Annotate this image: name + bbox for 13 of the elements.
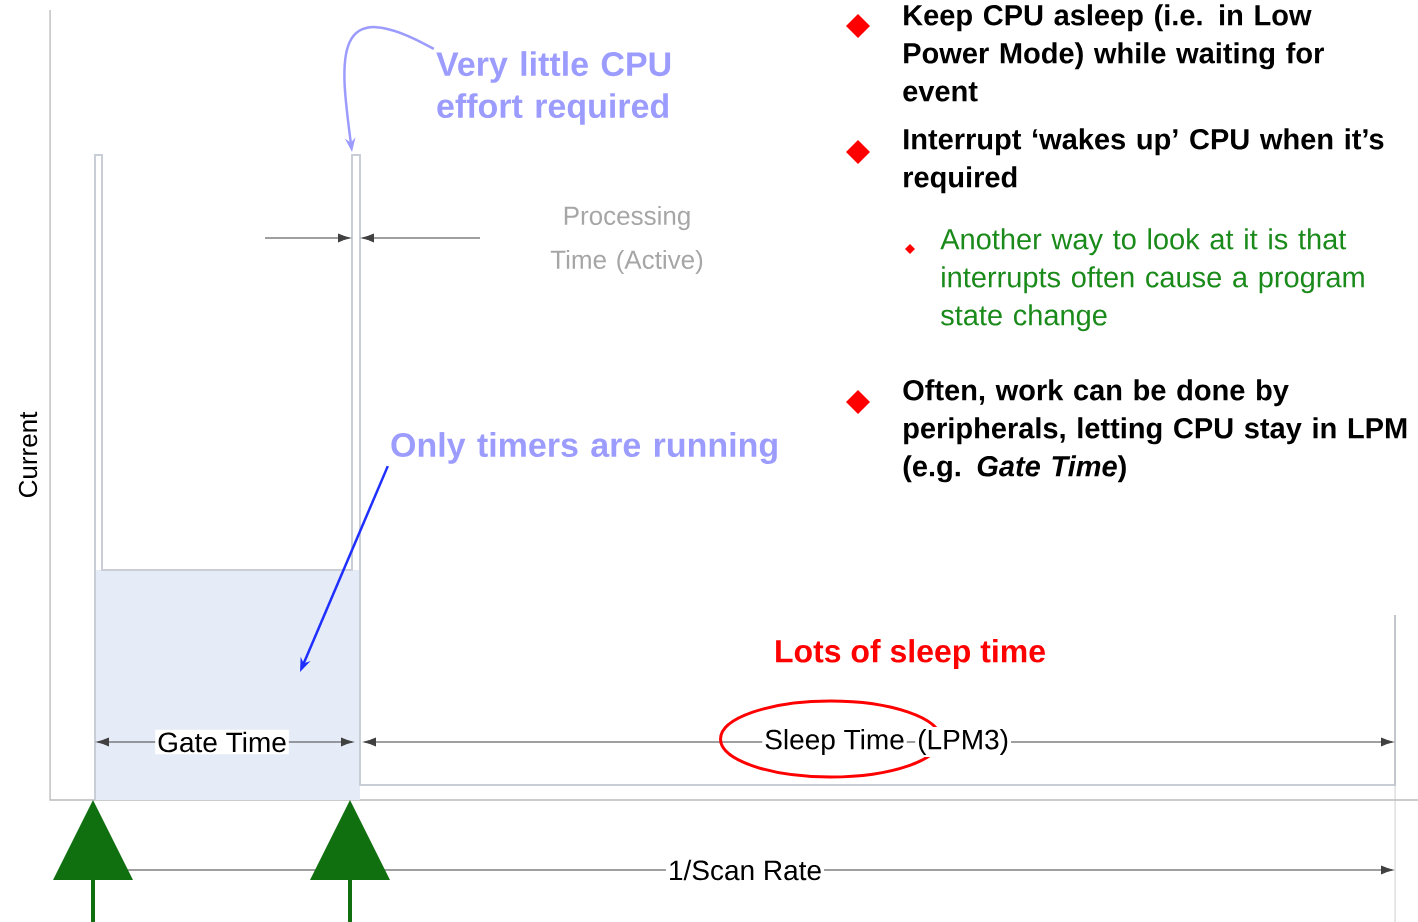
sub-bullet-text: Another way to look at it is that interrupts often cause a program state change bbox=[940, 228, 1364, 332]
dimension-label: (LPM3) bbox=[915, 726, 1011, 758]
axis-title: Current bbox=[18, 411, 38, 498]
annotation-text: Only timers are running bbox=[391, 432, 777, 464]
bullet-text: Keep CPU asleep (i.e. in Low Power Mode) while waiting for event bbox=[903, 4, 1324, 102]
dimension-label: Gate Time bbox=[155, 729, 289, 755]
dimension-label: Sleep Time bbox=[762, 726, 907, 758]
dimension-label: 1/Scan Rate bbox=[665, 857, 825, 883]
bullet-text: Often, work can be done by peripherals, letting CPU stay in LPM (e.g. Gate Time) bbox=[903, 379, 1407, 483]
annotation-text: Lots of sleep time bbox=[776, 639, 1045, 669]
bullet-text: Interrupt ‘wakes up’ CPU when it’s required bbox=[904, 128, 1384, 194]
dimension-label: Processing Time (Active) bbox=[550, 205, 703, 275]
annotation-text: Very little CPU effort required bbox=[436, 51, 671, 125]
